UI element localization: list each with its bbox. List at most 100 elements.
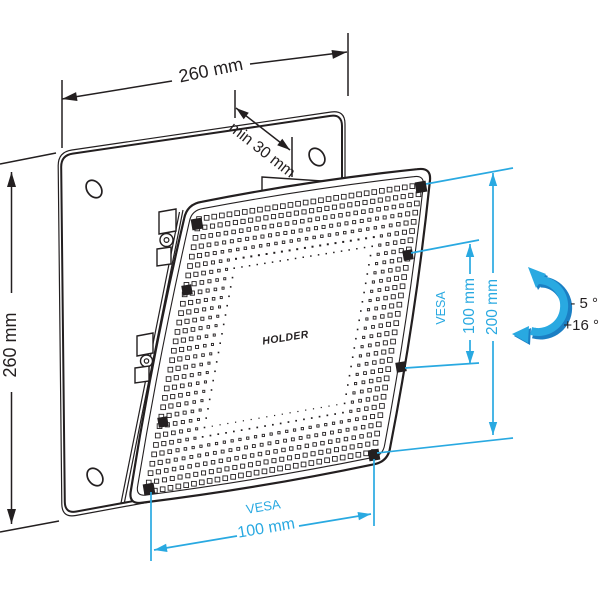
perforation-dot [214, 476, 221, 483]
upper-clamp [158, 208, 177, 235]
perforation-dot [167, 366, 174, 373]
perforation-dot [401, 184, 408, 191]
perforation-dot [339, 203, 345, 209]
perforation-dot [177, 356, 183, 362]
extension-line [404, 362, 480, 369]
perforation-dot [364, 361, 369, 366]
perforation-dot [186, 391, 191, 396]
lower-clamp-foot [134, 365, 150, 384]
perforation-dot [359, 434, 364, 439]
perforation-dot [264, 262, 266, 265]
tilt-arrow-icon [512, 267, 573, 345]
perforation-dot [333, 447, 339, 453]
perforation-dot [222, 440, 226, 444]
perforation-dot [212, 379, 214, 382]
perforation-dot [336, 222, 341, 227]
perforation-dot [296, 248, 299, 251]
perforation-dot [249, 453, 255, 458]
perforation-dot [379, 403, 385, 409]
perforation-dot [334, 242, 337, 245]
arrowhead [357, 512, 371, 521]
perforation-dot [203, 343, 207, 348]
perforation-dot [159, 486, 166, 493]
perforation-dot [331, 421, 336, 425]
perforation-dot [151, 451, 157, 458]
perforation-dot [263, 215, 269, 221]
perforation-dot [357, 238, 360, 241]
perforation-dot [410, 219, 417, 225]
perforation-dot [184, 401, 189, 406]
perforation-dot [357, 363, 361, 367]
perforation-dot [365, 441, 371, 447]
perforation-dot [393, 275, 399, 281]
perforation-dot [297, 410, 299, 413]
perforation-dot [217, 433, 220, 435]
perforation-dot [371, 245, 373, 248]
perforation-dot [207, 361, 211, 365]
perforation-dot [408, 192, 414, 198]
perforation-dot [196, 252, 203, 259]
perforation-dot [174, 411, 180, 417]
perforation-dot [233, 430, 235, 433]
perforation-dot [252, 235, 257, 240]
upper-clamp-screw-center [163, 237, 170, 244]
perforation-dot [333, 251, 335, 254]
perforation-dot [388, 268, 393, 273]
perforation-dot [240, 429, 243, 431]
perforation-dot [280, 203, 286, 209]
perforation-dot [351, 356, 354, 358]
perforation-dot [363, 371, 367, 375]
perforation-dot [312, 442, 317, 447]
perforation-dot [242, 454, 247, 459]
perforation-dot [209, 352, 213, 356]
arrowhead [62, 92, 78, 101]
perforation-dot [227, 422, 229, 425]
perforation-dot [178, 392, 183, 398]
perforation-dot [249, 207, 256, 214]
dimension-line [61, 80, 173, 100]
perforation-dot [310, 451, 316, 457]
perforation-dot [269, 432, 273, 436]
perforation-dot [397, 212, 403, 218]
perforation-dot [343, 436, 349, 442]
perforation-dot [336, 404, 338, 406]
vesa-hole [414, 180, 428, 194]
perforation-dot [287, 455, 293, 461]
perforation-dot [359, 218, 364, 223]
perforation-dot [368, 298, 372, 303]
perforation-dot [326, 414, 329, 417]
perforation-dot [271, 458, 277, 464]
perforation-dot [242, 256, 245, 259]
perforation-dot [356, 328, 359, 331]
perforation-dot [209, 434, 212, 437]
perforation-dot [380, 393, 387, 400]
perforation-dot [188, 419, 193, 423]
perforation-dot [196, 335, 201, 340]
perforation-dot [200, 316, 205, 321]
perforation-dot [193, 471, 199, 477]
perforation-dot [399, 283, 406, 290]
perforation-dot [329, 223, 334, 228]
perforation-dot [372, 439, 379, 446]
perforation-dot [195, 462, 200, 468]
perforation-dot [210, 306, 214, 310]
perforation-dot [355, 417, 359, 422]
perforation-dot [147, 470, 154, 476]
perforation-dot [286, 211, 292, 217]
perforation-dot [376, 252, 380, 256]
perforation-dot [335, 438, 341, 443]
perforation-dot [274, 414, 276, 417]
perforation-dot [356, 408, 361, 412]
perforation-dot [281, 240, 286, 244]
perforation-dot [187, 345, 192, 351]
perforation-dot [195, 262, 201, 268]
perforation-dot [349, 239, 352, 242]
perforation-dot [183, 447, 188, 451]
perforation-dot [272, 204, 279, 211]
perforation-dot [264, 205, 271, 212]
perforation-dot [200, 234, 206, 240]
perforation-dot [228, 448, 233, 453]
perforation-dot [195, 298, 201, 304]
perforation-dot [241, 209, 248, 215]
perforation-dot [215, 278, 219, 282]
